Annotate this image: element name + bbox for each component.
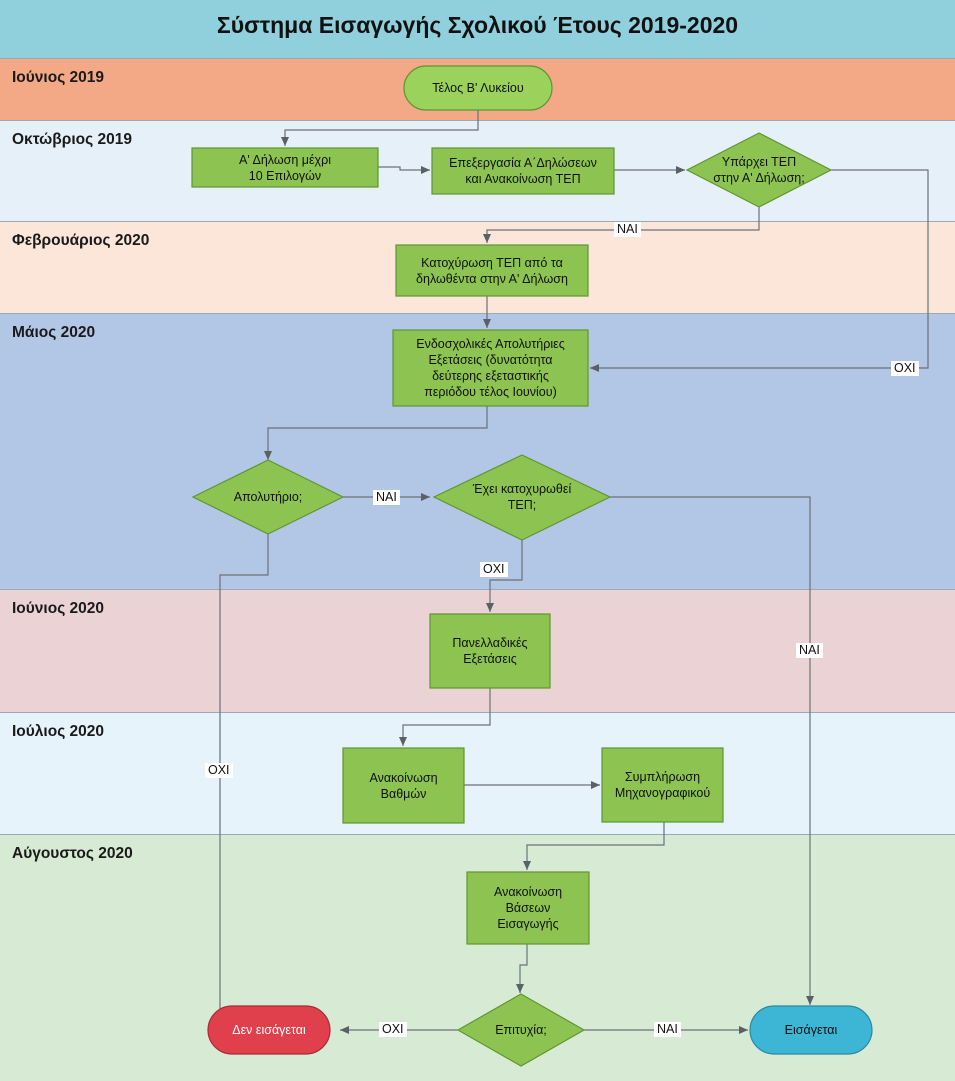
lane-label: Ιούνιος 2019 bbox=[12, 69, 105, 86]
diploma-decision bbox=[191, 459, 345, 535]
panhellenic-label: Πανελλαδικές Εξετάσεις bbox=[452, 636, 528, 666]
admitted-label: Εισάγεται bbox=[784, 1023, 838, 1037]
edge-label-tep-yes: ΝΑΙ bbox=[614, 222, 641, 237]
edge-form-to-bases bbox=[523, 822, 665, 870]
not-admitted-label: Δεν εισάγεται bbox=[232, 1023, 306, 1037]
processing-label: Επεξεργασία Α΄Δηλώσεων και Ανακοίνωση ΤΕ… bbox=[449, 156, 597, 186]
start-label: Τέλος Β' Λυκείου bbox=[432, 81, 524, 95]
school-exams-label: Ενδοσχολικές Απολυτήριες Εξετάσεις (δυνα… bbox=[416, 337, 565, 399]
lane-label: Μάιος 2020 bbox=[12, 324, 96, 341]
edge-declaration-to-processing bbox=[378, 166, 430, 174]
start-terminal bbox=[403, 65, 553, 111]
edge-panhellenic-to-grades bbox=[399, 688, 491, 746]
tep-registration-box bbox=[395, 244, 589, 297]
lane-label: Ιούλιος 2020 bbox=[12, 723, 105, 740]
bases-label: Ανακοίνωση Βάσεων Εισαγωγής bbox=[493, 885, 563, 931]
panhellenic-box bbox=[429, 613, 551, 689]
tep-registered-decision bbox=[432, 454, 612, 541]
edge-registered-yes bbox=[610, 496, 814, 1005]
first-declaration-label: Α' Δήλωση μέχρι 10 Επιλογών bbox=[239, 152, 331, 183]
form-box bbox=[601, 747, 724, 823]
lane-label: Οκτώβριος 2019 bbox=[12, 131, 132, 148]
grades-box bbox=[342, 747, 465, 824]
form-label: Συμπλήρωση Μηχανογραφικού bbox=[614, 770, 711, 800]
tep-exists-decision bbox=[685, 132, 833, 208]
lane-july-2020: Ιούλιος 2020 bbox=[0, 712, 955, 834]
lane-label: Φεβρουάριος 2020 bbox=[12, 232, 150, 249]
edge-bases-to-success bbox=[516, 944, 528, 993]
not-admitted-terminal bbox=[207, 1005, 331, 1055]
first-declaration-box bbox=[191, 147, 379, 188]
diploma-label: Απολυτήριο; bbox=[233, 490, 303, 504]
success-label: Επιτυχία; bbox=[495, 1023, 547, 1037]
tep-registered-label: Έχει κατοχυρωθεί ΤΕΠ; bbox=[472, 482, 572, 512]
edge-label-registered-no: ΟΧΙ bbox=[480, 562, 508, 577]
edge-tep-no bbox=[590, 169, 929, 372]
edge-label-success-no: ΟΧΙ bbox=[379, 1022, 407, 1037]
edge-label-diploma-no: ΟΧΙ bbox=[205, 763, 233, 778]
tep-exists-label: Υπάρχει ΤΕΠ στην Α' Δήλωση; bbox=[713, 155, 805, 185]
edge-label-tep-no: ΟΧΙ bbox=[891, 361, 919, 376]
tep-registration-label: Κατοχύρωση ΤΕΠ από τα δηλωθέντα στην Α' … bbox=[416, 255, 568, 286]
school-exams-box bbox=[392, 329, 589, 407]
edge-label-diploma-yes: ΝΑΙ bbox=[373, 490, 400, 505]
edge-exams-to-diploma bbox=[264, 406, 488, 460]
success-decision bbox=[456, 993, 586, 1067]
edge-registered-no bbox=[486, 540, 523, 612]
processing-box bbox=[431, 147, 615, 195]
admitted-terminal bbox=[749, 1005, 873, 1055]
lane-label: Ιούνιος 2020 bbox=[12, 600, 105, 617]
edge-start-to-declaration bbox=[281, 110, 479, 146]
bases-box bbox=[466, 871, 590, 945]
edge-label-registered-yes: ΝΑΙ bbox=[796, 643, 823, 658]
lane-label: Αύγουστος 2020 bbox=[12, 845, 133, 862]
grades-label: Ανακοίνωση Βαθμών bbox=[369, 770, 438, 801]
edge-label-success-yes: ΝΑΙ bbox=[654, 1022, 681, 1037]
page-title: Σύστημα Εισαγωγής Σχολικού Έτους 2019-20… bbox=[216, 12, 739, 38]
